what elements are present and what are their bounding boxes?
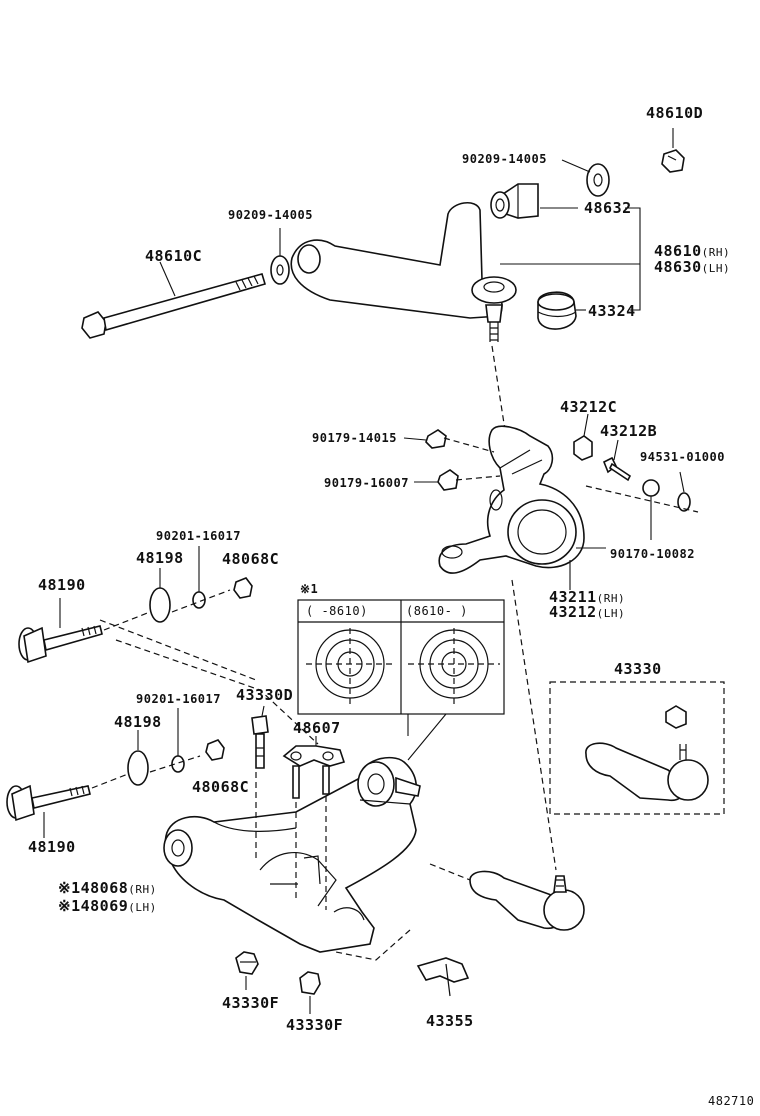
note-mark: ※1: [300, 582, 319, 596]
bracket-48607[interactable]: [282, 745, 346, 799]
ball-joint-lower[interactable]: [469, 870, 585, 931]
label-90179-16007: 90179-16007: [324, 476, 409, 490]
cam-inset-detail: [297, 599, 505, 761]
nut-90179-16007[interactable]: [437, 469, 459, 491]
range-right: (8610- ): [406, 604, 468, 618]
figure-number: 482710: [708, 1094, 755, 1108]
label-90170-10082: 90170-10082: [610, 547, 695, 561]
nut-90179-14015[interactable]: [425, 429, 447, 449]
nut-48068C-lower[interactable]: [205, 739, 225, 761]
label-43211-rh: 43211(RH): [549, 588, 626, 606]
nut-43330F-b[interactable]: [299, 971, 321, 995]
cotter-pin-94531[interactable]: [677, 492, 691, 512]
ball-joint-43330-box: [549, 681, 725, 815]
washer-90209-top[interactable]: [586, 163, 610, 197]
label-48198-lower: 48198: [114, 713, 162, 731]
bolt-43330D[interactable]: [251, 715, 269, 769]
label-43324: 43324: [588, 302, 636, 320]
label-48068C-lower: 48068C: [192, 778, 250, 796]
cam-bolt-48190-lower[interactable]: [6, 784, 91, 822]
label-48068C-upper: 48068C: [222, 550, 280, 568]
bolt-43212B[interactable]: [602, 456, 632, 482]
label-48630-lh: 48630(LH): [654, 258, 731, 276]
label-90179-14015: 90179-14015: [312, 431, 397, 445]
label-90201-16017-lower: 90201-16017: [136, 692, 221, 706]
clamp-43355[interactable]: [416, 957, 470, 997]
bushing-48632[interactable]: [490, 183, 539, 219]
label-48610-rh: 48610(RH): [654, 242, 731, 260]
label-43330D: 43330D: [236, 686, 294, 704]
label-48607: 48607: [293, 719, 341, 737]
label-43212B: 43212B: [600, 422, 658, 440]
label-48068-rh: ※148068(RH): [58, 879, 157, 897]
label-43330: 43330: [614, 660, 662, 678]
cam-plate-48198-lower[interactable]: [127, 750, 149, 786]
label-90201-16017-upper: 90201-16017: [156, 529, 241, 543]
label-43355: 43355: [426, 1012, 474, 1030]
bolt-48610C[interactable]: [81, 273, 266, 339]
label-48632: 48632: [584, 199, 632, 217]
boot-43324[interactable]: [537, 291, 577, 330]
label-48198-upper: 48198: [136, 549, 184, 567]
label-43330F-a: 43330F: [222, 994, 280, 1012]
nut-43330F-a[interactable]: [235, 951, 259, 975]
upper-arm-48610[interactable]: [290, 202, 517, 342]
label-43212-lh: 43212(LH): [549, 603, 626, 621]
label-48190-lower: 48190: [28, 838, 76, 856]
label-94531-01000: 94531-01000: [640, 450, 725, 464]
ball-joint-43330[interactable]: [585, 705, 709, 802]
label-90209-14005-left: 90209-14005: [228, 208, 313, 222]
label-48069-lh: ※148069(LH): [58, 897, 157, 915]
cam-plate-48198-upper[interactable]: [149, 587, 171, 623]
nut-48610D[interactable]: [661, 149, 685, 173]
range-left: ( -8610): [306, 604, 368, 618]
washer-90209-left[interactable]: [270, 255, 290, 285]
label-48610C: 48610C: [145, 247, 203, 265]
label-48190-upper: 48190: [38, 576, 86, 594]
cam-bolt-48190-upper[interactable]: [18, 625, 103, 664]
label-43330F-b: 43330F: [286, 1016, 344, 1034]
label-43212C: 43212C: [560, 398, 618, 416]
nut-48068C-upper[interactable]: [233, 577, 253, 599]
nut-43212C[interactable]: [573, 435, 593, 461]
label-48610D: 48610D: [646, 104, 704, 122]
nut-90170-10082[interactable]: [642, 479, 660, 497]
lower-arm-48068[interactable]: [163, 756, 421, 953]
steering-knuckle-43211[interactable]: [438, 425, 585, 574]
label-90209-14005-top: 90209-14005: [462, 152, 547, 166]
